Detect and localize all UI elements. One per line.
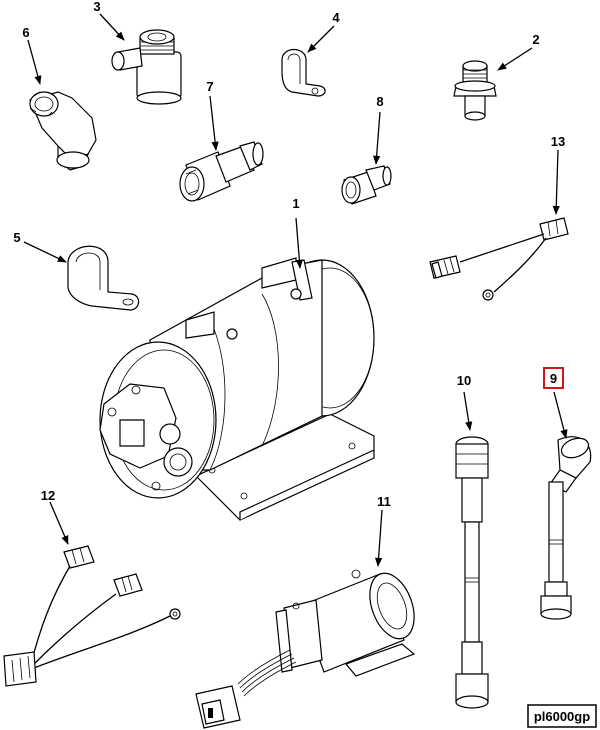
callout-8: 8 xyxy=(376,94,383,109)
highlight-box xyxy=(543,367,564,389)
callout-6: 6 xyxy=(22,25,29,40)
callout-13: 13 xyxy=(551,134,565,149)
part-9-hose-elbow xyxy=(540,436,592,620)
callout-7: 7 xyxy=(206,79,213,94)
callout-11: 11 xyxy=(377,494,391,509)
callout-4: 4 xyxy=(332,10,340,25)
part-12-harness xyxy=(3,545,181,687)
leader-lines xyxy=(23,13,568,567)
part-8-small-fitting xyxy=(341,165,392,205)
callout-5: 5 xyxy=(13,230,20,245)
callout-9: 9 xyxy=(550,371,557,386)
part-2-bulkhead-fitting xyxy=(453,60,497,121)
part-4-small-clamp xyxy=(281,48,326,97)
part-13-harness xyxy=(429,217,569,301)
part-5-large-clamp xyxy=(67,245,140,311)
part-10-hose xyxy=(455,436,489,709)
part-7-swivel-fitting xyxy=(179,141,264,202)
reference-code-box: pl6000gp xyxy=(527,704,597,728)
callout-2: 2 xyxy=(532,32,539,47)
reference-code: pl6000gp xyxy=(534,709,590,724)
part-11-motor-connector xyxy=(195,569,416,729)
callout-12: 12 xyxy=(41,488,55,503)
callout-9-highlight: 9 xyxy=(543,367,564,389)
callout-10: 10 xyxy=(457,373,471,388)
part-1-motor-pump xyxy=(99,257,375,521)
part-3-straight-fitting xyxy=(111,29,182,105)
callout-3: 3 xyxy=(93,0,100,14)
callout-1: 1 xyxy=(292,196,299,211)
part-6-elbow-fitting xyxy=(29,91,97,171)
